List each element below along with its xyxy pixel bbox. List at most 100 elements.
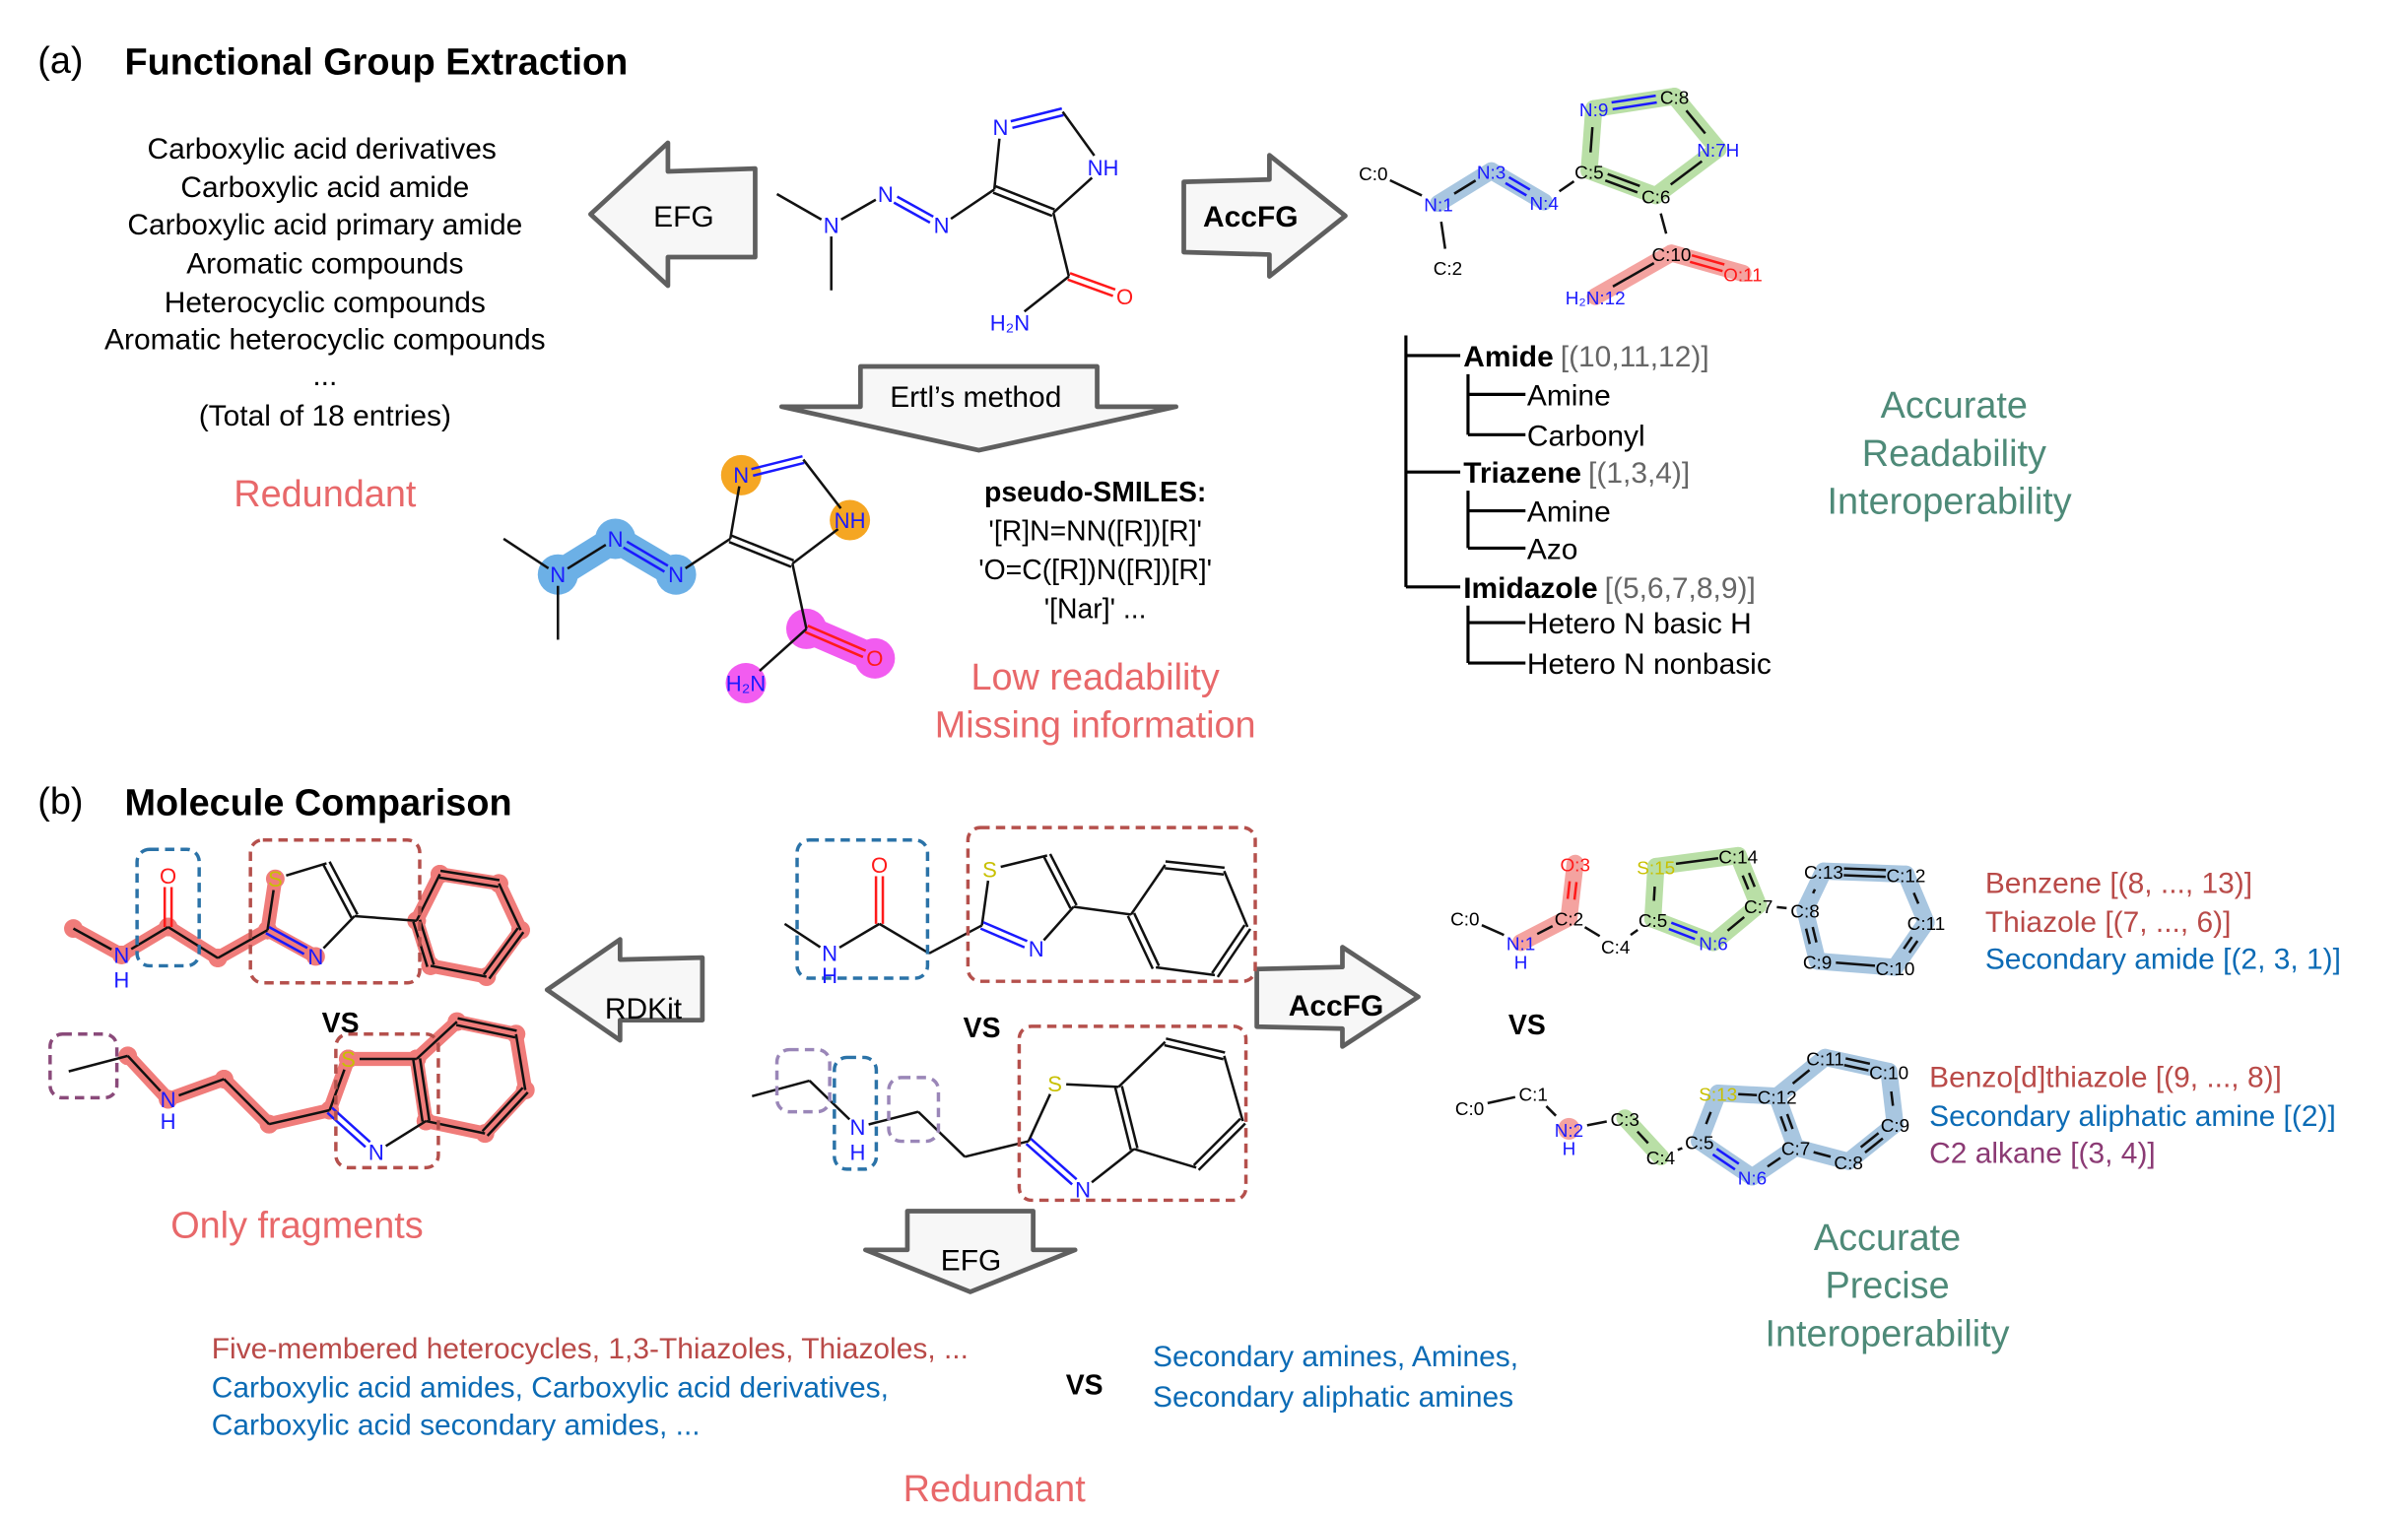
highlight-bond (1839, 1115, 1905, 1170)
bond (130, 925, 169, 951)
atom-label: S (982, 858, 997, 883)
atom-label: S (268, 867, 283, 891)
atom-label: O (866, 646, 883, 671)
atom-label: N (824, 213, 839, 237)
atom-label: S:15 (1637, 858, 1675, 879)
atom-label: N (307, 945, 323, 969)
bond (791, 562, 808, 629)
atom-label: N (934, 213, 950, 237)
bond (1677, 1147, 1683, 1152)
highlight-bond (1691, 1132, 1762, 1186)
bond (1052, 176, 1094, 214)
atom-label: S (1047, 1072, 1062, 1096)
bond (1166, 1037, 1226, 1054)
highlight-atom (305, 947, 325, 966)
dashed-highlight-box (48, 1032, 119, 1100)
bond (415, 1021, 458, 1060)
atom-label: C:2 (1555, 909, 1583, 930)
bond (802, 458, 842, 509)
bond (992, 191, 1053, 218)
bond (514, 1033, 527, 1090)
efg-list-item: Aromatic heterocyclic compounds (104, 324, 546, 357)
atom-label: N (161, 1088, 176, 1112)
atom-label: O (160, 864, 176, 889)
atom-label: N (733, 463, 749, 488)
bond (1025, 1143, 1073, 1186)
accfg-group: Secondary amide [(2, 3, 1)] (1985, 944, 2341, 976)
highlight-atom (720, 454, 762, 495)
atom-label: N (113, 943, 129, 967)
bond (482, 927, 519, 976)
atom-label: C:0 (1450, 909, 1479, 930)
bond (731, 534, 795, 562)
atom-label: N:2 (1555, 1121, 1583, 1142)
verdict-line: Interoperability (1765, 1314, 2009, 1355)
dashed-box-layer (48, 825, 1257, 1203)
atom-label: C:8 (1790, 902, 1819, 923)
accfg-arrow (1181, 153, 1348, 279)
bond (1912, 891, 1920, 904)
efg-result-mol2-amine: Secondary amines, Amines, (1153, 1341, 1518, 1373)
atom-label: H (1514, 954, 1528, 974)
verdict-line: Readability (1862, 433, 2046, 475)
atom-label: C:3 (1610, 1110, 1639, 1131)
bond (322, 915, 356, 950)
bond (265, 932, 305, 956)
bond (1612, 262, 1655, 288)
bond (1572, 882, 1578, 900)
bond (486, 1091, 529, 1137)
atom-label: N (1029, 937, 1044, 961)
pseudo-smiles-line: '[Nar]' ... (1044, 593, 1147, 625)
atom-label: O:11 (1723, 265, 1763, 286)
bond (426, 1119, 486, 1135)
atom-label: C:2 (1434, 259, 1462, 280)
panel-b-label: (b) (37, 781, 83, 823)
highlight-atom (339, 1049, 358, 1069)
bond (728, 541, 792, 568)
bond (328, 1069, 346, 1111)
bond (268, 926, 308, 950)
tree-node-imidazole: Imidazole [(5,6,7,8,9)] (1463, 572, 1756, 605)
highlight-bond (608, 526, 684, 587)
accfg-group: Secondary aliphatic amine [(2)] (1929, 1100, 2336, 1133)
bond (838, 922, 881, 950)
bond (68, 1054, 128, 1073)
atom-label: N (878, 182, 894, 207)
highlight-bond (1796, 901, 1827, 970)
accfg-arrow (1254, 945, 1421, 1049)
verdict-line: Precise (1825, 1266, 1949, 1307)
bond (266, 890, 275, 931)
bond (418, 919, 435, 965)
atom-label: C:0 (1359, 165, 1387, 185)
bond (751, 454, 803, 471)
atom-label: C:5 (1685, 1133, 1713, 1154)
efg-result-mol2-amine: Secondary aliphatic amines (1153, 1381, 1513, 1414)
bond (917, 1110, 967, 1158)
efg-verdict: Redundant (234, 474, 417, 515)
efg-verdict-b: Redundant (903, 1469, 1087, 1510)
bond (1715, 1148, 1740, 1165)
atom-label: S (341, 1047, 356, 1072)
atom-label: O (1116, 285, 1133, 309)
bond (438, 876, 500, 889)
atom-label: NH (835, 508, 866, 533)
dashed-highlight-box (334, 1032, 440, 1170)
tree-lines (1466, 373, 1526, 436)
bond (1000, 854, 1048, 869)
bond (1705, 1111, 1712, 1125)
bond (331, 1106, 371, 1144)
dashed-highlight-box (966, 825, 1257, 983)
pseudo-smiles: pseudo-SMILES: '[R]N=NN([R])[R]' 'O=C([R… (935, 477, 1256, 747)
bond (950, 188, 995, 221)
functional-group-tree (1404, 335, 1526, 665)
bond (1589, 126, 1594, 153)
bond (1048, 853, 1078, 906)
bond (1030, 1138, 1078, 1181)
bond (992, 138, 1001, 190)
bond (1779, 1115, 1788, 1132)
bond (439, 869, 501, 882)
atom-label: C:7 (1744, 897, 1773, 918)
bond (328, 861, 359, 915)
arrow-layer (544, 140, 1421, 1294)
